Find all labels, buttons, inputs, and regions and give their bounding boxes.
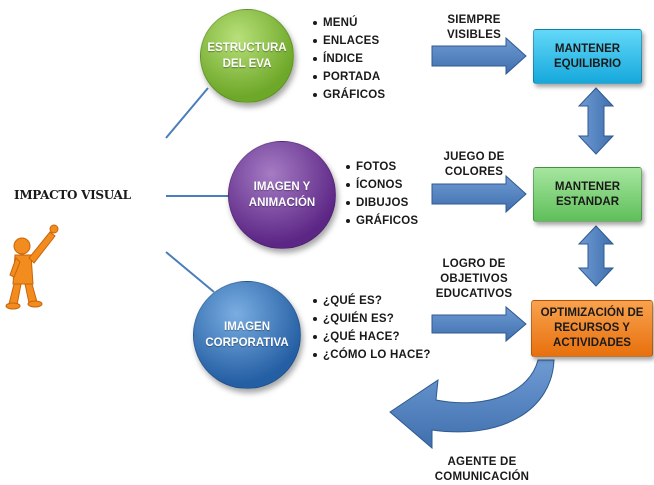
label-logro-de-objetivos: LOGRO DE OBJETIVOS EDUCATIVOS: [420, 257, 528, 302]
list-item: GRÁFICOS: [312, 86, 385, 104]
list-item: ¿QUÉ ES?: [312, 292, 431, 310]
label-siempre-visibles: SIEMPRE VISIBLES: [428, 13, 520, 43]
list-item: ÍCONOS: [345, 176, 418, 194]
label-agente-de-comunicacion: AGENTE DE COMUNICACIÓN: [422, 455, 542, 485]
box-equilibrio-line-2: EQUILIBRIO: [553, 57, 622, 70]
list-estructura: MENÚ ENLACES ÍNDICE PORTADA GRÁFICOS: [312, 14, 385, 104]
list-item: FOTOS: [345, 158, 418, 176]
arrow-right-top: [431, 36, 527, 76]
node-estructura-del-eva: ESTRUCTURA DEL EVA: [200, 9, 294, 103]
label-juego-de-colores: JUEGO DE COLORES: [428, 150, 520, 180]
box-optimizacion-line-1: OPTIMIZACIÓN DE: [540, 307, 644, 319]
node-imagen-corporativa: IMAGEN CORPORATIVA: [193, 281, 301, 389]
label-line: LOGRO DE: [442, 258, 506, 270]
label-line: EDUCATIVOS: [435, 288, 513, 300]
node-estructura-label-2: DEL EVA: [222, 58, 272, 70]
label-line: VISIBLES: [446, 29, 501, 41]
box-estandar-line-1: MANTENER: [554, 180, 621, 193]
arrow-updown-top: [577, 87, 615, 155]
node-imagen-corporativa-label-2: CORPORATIVA: [205, 337, 289, 349]
node-imagen-animacion-label-1: IMAGEN Y: [253, 181, 311, 193]
list-item: ENLACES: [312, 32, 385, 50]
list-item: ¿CÓMO LO HACE?: [312, 346, 431, 364]
list-item: PORTADA: [312, 68, 385, 86]
label-line: OBJETIVOS: [440, 273, 508, 285]
box-mantener-equilibrio: MANTENER EQUILIBRIO: [533, 29, 642, 84]
box-optimizacion-line-2: RECURSOS Y: [554, 322, 630, 334]
label-line: COLORES: [444, 166, 504, 178]
arrow-right-bottom: [431, 305, 527, 343]
box-estandar-line-2: ESTANDAR: [555, 195, 620, 208]
node-estructura-label-1: ESTRUCTURA: [207, 42, 287, 54]
box-equilibrio-line-1: MANTENER: [554, 42, 621, 55]
list-imagen-animacion: FOTOS ÍCONOS DIBUJOS GRÁFICOS: [345, 158, 418, 230]
label-line: COMUNICACIÓN: [434, 471, 530, 483]
list-item: GRÁFICOS: [345, 212, 418, 230]
arrow-right-middle: [431, 174, 527, 214]
box-optimizacion-line-3: ACTIVIDADES: [553, 337, 631, 349]
curved-return-arrow: [389, 359, 555, 450]
box-optimizacion-recursos: OPTIMIZACIÓN DE RECURSOS Y ACTIVIDADES: [531, 300, 653, 357]
connector-line-top: [165, 87, 209, 139]
list-item: ¿QUIÉN ES?: [312, 310, 431, 328]
pointing-person-icon: [5, 224, 59, 310]
impacto-visual-title: IMPACTO VISUAL: [14, 188, 131, 202]
node-imagen-animacion-label-2: ANIMACIÓN: [248, 197, 316, 209]
list-item: MENÚ: [312, 14, 385, 32]
node-imagen-corporativa-label-1: IMAGEN: [224, 321, 270, 333]
label-line: JUEGO DE: [443, 151, 505, 163]
connector-line-bottom: [165, 251, 215, 293]
label-line: SIEMPRE: [447, 14, 501, 26]
node-imagen-y-animacion: IMAGEN Y ANIMACIÓN: [228, 141, 336, 249]
arrow-updown-bottom: [577, 225, 615, 287]
list-item: ¿QUÉ HACE?: [312, 328, 431, 346]
list-item: ÍNDICE: [312, 50, 385, 68]
box-mantener-estandar: MANTENER ESTANDAR: [533, 167, 642, 222]
list-item: DIBUJOS: [345, 194, 418, 212]
label-line: AGENTE DE: [447, 456, 517, 468]
list-imagen-corporativa: ¿QUÉ ES? ¿QUIÉN ES? ¿QUÉ HACE? ¿CÓMO LO …: [312, 292, 431, 364]
